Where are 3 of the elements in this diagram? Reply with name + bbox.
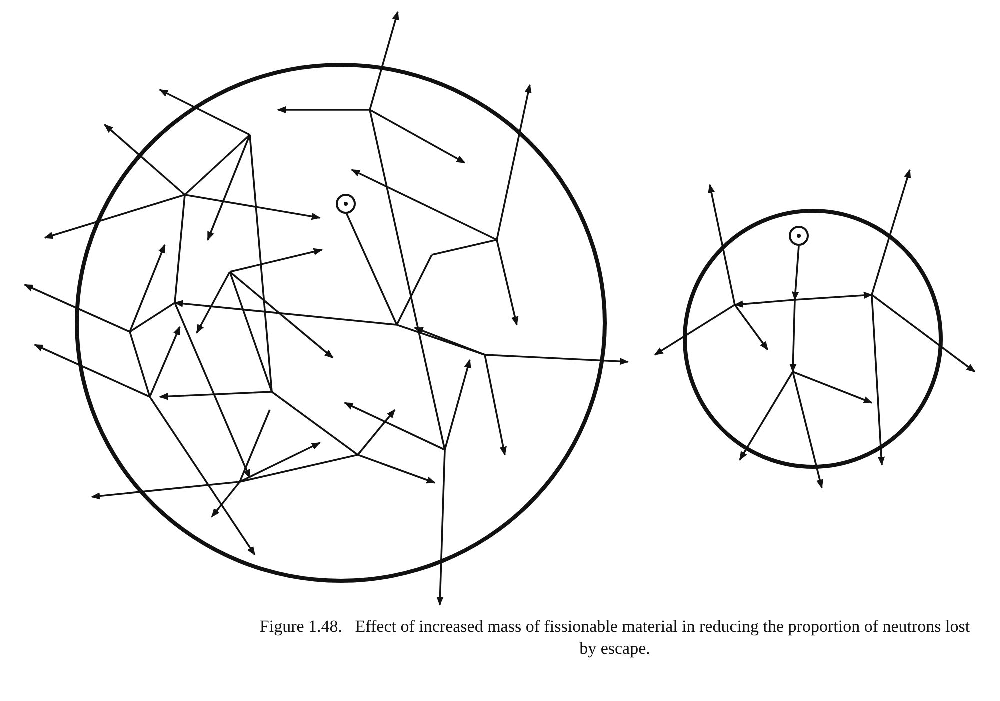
- sphere-outline: [75, 63, 607, 583]
- sphere-outline: [683, 209, 943, 469]
- figure-caption: Figure 1.48. Effect of increased mass of fissionable material in reducing the proportion of neutrons lost by escape.: [258, 616, 972, 660]
